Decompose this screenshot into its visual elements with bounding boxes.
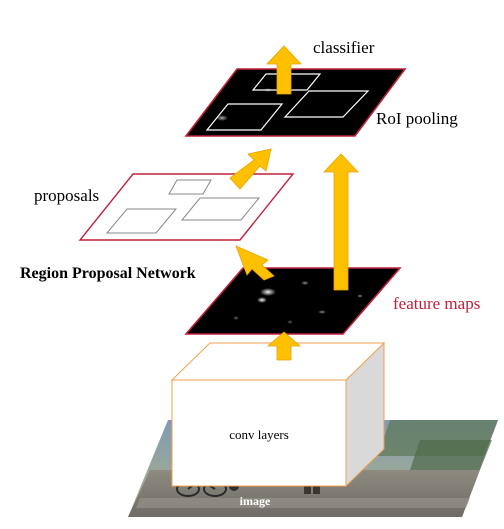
feature-map-activations bbox=[233, 281, 363, 324]
conv-layers-box bbox=[170, 341, 386, 488]
classifier-label: classifier bbox=[313, 38, 375, 57]
arrow-proposals-to-roi-pooling bbox=[229, 148, 272, 190]
roi-box bbox=[283, 90, 370, 118]
proposal-box bbox=[168, 179, 212, 195]
conv-box-front bbox=[171, 379, 347, 487]
rpn-label: Region Proposal Network bbox=[20, 265, 196, 282]
roi-pooling-plane bbox=[184, 68, 407, 137]
roi-box bbox=[251, 73, 322, 91]
roi-pooling-label: RoI pooling bbox=[376, 109, 458, 128]
proposals-label: proposals bbox=[34, 186, 99, 205]
arrow-roi-to-classifier bbox=[266, 45, 302, 95]
proposal-box bbox=[105, 208, 178, 234]
roi-box bbox=[205, 103, 284, 131]
feature-maps-label: feature maps bbox=[393, 294, 480, 313]
arrow-conv-to-feature-maps bbox=[266, 331, 302, 361]
proposals-plane bbox=[78, 173, 295, 241]
arrow-feature-maps-to-roi-pooling bbox=[323, 153, 359, 291]
proposal-box bbox=[180, 197, 261, 221]
feature-maps-plane bbox=[184, 267, 402, 335]
image-label: image bbox=[240, 494, 271, 508]
arrow-feature-maps-to-proposals bbox=[235, 245, 275, 281]
conv-layers-label: conv layers bbox=[229, 427, 289, 442]
